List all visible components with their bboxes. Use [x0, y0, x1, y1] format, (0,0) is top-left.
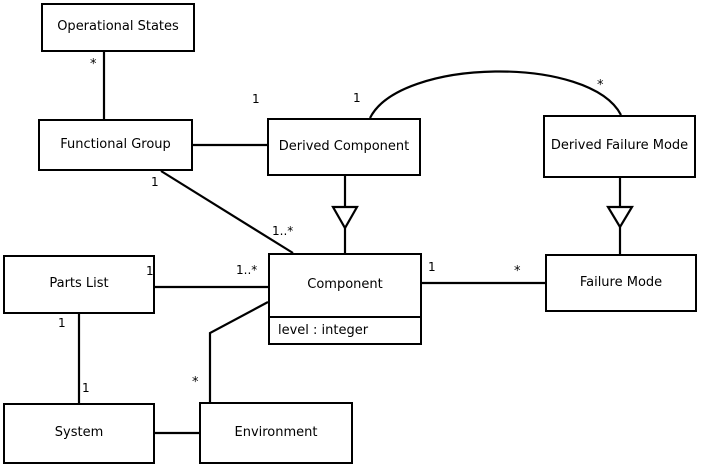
- class-name-system: System: [54, 425, 104, 441]
- multiplicity-component-failure-mode-source: 1: [428, 260, 436, 274]
- multiplicity-parts-list-system-source: 1: [58, 316, 66, 330]
- multiplicity-parts-list-component-target: 1..*: [236, 263, 258, 277]
- edge-component-environment: [208, 301, 269, 402]
- class-box-derived-failure-mode[interactable]: Derived Failure Mode: [543, 115, 696, 178]
- multiplicity-component-failure-mode-target: *: [514, 264, 521, 279]
- multiplicity-parts-list-system-target: 1: [82, 381, 90, 395]
- class-name-environment: Environment: [234, 424, 318, 440]
- class-box-operational-states[interactable]: Operational States: [41, 3, 195, 52]
- multiplicity-component-environment-target: *: [192, 375, 199, 390]
- multiplicity-functional-group-component-source: 1: [151, 175, 159, 189]
- class-attribute-component-level: level : integer: [270, 316, 420, 343]
- class-box-parts-list[interactable]: Parts List: [3, 255, 155, 314]
- class-name-derived-failure-mode: Derived Failure Mode: [550, 138, 689, 154]
- class-box-functional-group[interactable]: Functional Group: [38, 119, 193, 171]
- multiplicity-operational-states-functional-group: *: [90, 57, 97, 72]
- class-name-operational-states: Operational States: [57, 19, 179, 35]
- edge-derived-component-derived-failure-mode: [369, 70, 622, 119]
- multiplicity-functional-group-component-target: 1..*: [272, 224, 294, 238]
- generalization-triangle-component: [331, 205, 359, 231]
- edge-functional-group-component: [160, 170, 294, 254]
- class-name-failure-mode: Failure Mode: [579, 274, 663, 290]
- generalization-triangle-failure-mode: [606, 205, 634, 230]
- class-box-component[interactable]: Component level : integer: [268, 253, 422, 345]
- class-box-failure-mode[interactable]: Failure Mode: [545, 254, 697, 312]
- multiplicity-derived-component-arc-source: 1: [353, 91, 361, 105]
- class-box-environment[interactable]: Environment: [199, 402, 353, 464]
- class-name-component: Component: [307, 277, 383, 293]
- class-name-derived-component: Derived Component: [278, 138, 410, 154]
- class-name-parts-list: Parts List: [49, 276, 109, 292]
- class-box-system[interactable]: System: [3, 403, 155, 464]
- class-box-derived-component[interactable]: Derived Component: [267, 118, 421, 176]
- multiplicity-functional-group-derived-component: 1: [252, 92, 260, 106]
- class-name-functional-group: Functional Group: [60, 136, 171, 152]
- multiplicity-parts-list-component-source: 1: [146, 264, 154, 278]
- multiplicity-derived-failure-mode-arc-target: *: [597, 78, 604, 93]
